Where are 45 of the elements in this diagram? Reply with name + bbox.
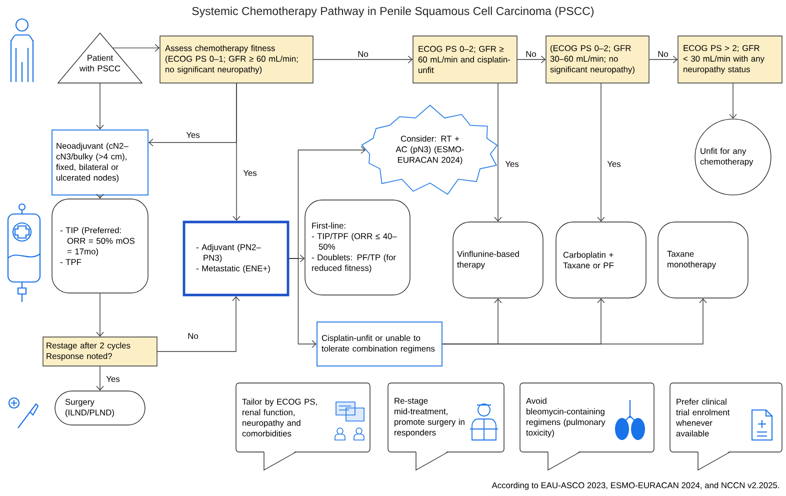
outcome-box: Surgery (ILND/PLND) bbox=[54, 390, 146, 426]
arrow bbox=[288, 258, 316, 348]
regimen-box: Taxane monotherapy bbox=[658, 222, 748, 298]
regimen-box: Vinflunine-based therapy bbox=[452, 222, 544, 298]
edge-label: Yes bbox=[504, 160, 520, 168]
edge-label: No bbox=[524, 50, 538, 58]
arrow bbox=[649, 56, 678, 64]
decision-box: (ECOG PS 0–2; GFR 30–60 mL/min; no significant neuropathy) bbox=[546, 36, 650, 84]
decision-box: Restage after 2 cycles Response noted? bbox=[42, 336, 158, 366]
arrow bbox=[442, 298, 707, 344]
decision-box: ECOG PS 0–2; GFR ≥ 60 mL/min and cisplatin-unfit bbox=[412, 36, 518, 84]
arrow bbox=[112, 44, 160, 52]
speech-bubble: Tailor by ECOG PS, renal function, neuropathy and comorbidities bbox=[236, 382, 370, 471]
arrow bbox=[313, 56, 413, 64]
edge-label: Yes bbox=[606, 160, 622, 168]
edge-label: No bbox=[356, 50, 370, 58]
process-box: Cisplatin-unfit or unable to tolerate combination regimens bbox=[316, 322, 442, 366]
decision-box: ECOG PS > 2; GFR < 30 mL/min with any neuropathy status bbox=[678, 36, 782, 84]
arrow bbox=[96, 366, 104, 391]
regimen-box: - TIP (Preferred: ORR = 50% mOS = 17mo) - TPF bbox=[52, 198, 148, 294]
arrow bbox=[597, 83, 605, 222]
source-note: According to EAU-ASCO 2023, ESMO-EURACAN 2024, and NCCN v2.2025. bbox=[492, 482, 779, 490]
edge-label: Yes bbox=[185, 131, 201, 139]
starburst-callout: Consider: RT + AC (pN3) (ESMO-EURACAN 2024) bbox=[361, 104, 498, 195]
arrow bbox=[96, 293, 104, 337]
arrow bbox=[96, 82, 104, 130]
speech-bubble: Re-stage mid-treatment, promote surgery in responders bbox=[388, 382, 504, 471]
arrow bbox=[232, 83, 240, 221]
arrow bbox=[494, 83, 502, 222]
edge-label: Yes bbox=[105, 375, 121, 383]
edge-label: Yes bbox=[242, 169, 258, 177]
speech-bubble: Avoid bleomycin-containing regimens (pulmonary toxicity) bbox=[520, 382, 654, 471]
title: Systemic Chemotherapy Pathway in Penile Squamous Cell Carcinoma (PSCC) bbox=[192, 6, 594, 18]
edge-label: No bbox=[656, 50, 670, 58]
decision-box: Assess chemotherapy fitness (ECOG PS 0–1; GFR ≥ 60 mL/min; no significant neuropathy) bbox=[160, 36, 314, 84]
process-box: - Adjuvant (PN2–PN3) - Metastatic (ENE+) bbox=[182, 220, 290, 296]
arrow bbox=[157, 296, 240, 352]
regimen-box: First-line: - TIP/TPF (ORR ≤ 40–50% - Doublets: PF/TP (for reduced fitness) bbox=[304, 200, 410, 296]
regimen-box: Carboplatin + Taxane or PF bbox=[556, 222, 646, 298]
arrow bbox=[96, 194, 104, 199]
edge-label: No bbox=[186, 332, 200, 340]
process-box: Neoadjuvant (cN2–cN3/bulky (>4 cm), fixed, bilateral or ulcerated nodes) bbox=[52, 130, 148, 196]
arrow bbox=[517, 56, 546, 64]
speech-bubble: Prefer clinical trial enrolment whenever available bbox=[670, 382, 782, 471]
arrow bbox=[729, 83, 737, 119]
